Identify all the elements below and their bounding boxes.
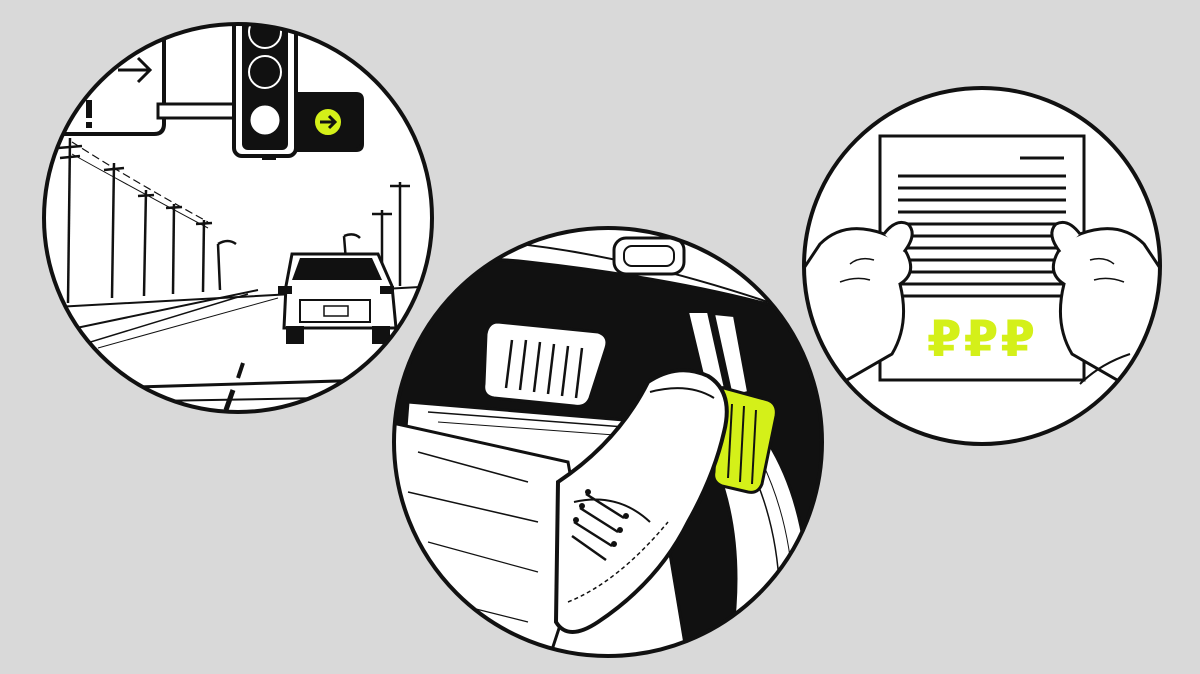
road-scene-circle — [42, 22, 434, 414]
hands-icon — [804, 220, 1160, 386]
traffic-light-icon — [232, 24, 364, 160]
car-icon — [278, 252, 398, 344]
shoe-icon — [553, 368, 729, 634]
green-arrow-signal-icon — [313, 107, 343, 137]
utility-pole-icon — [57, 137, 410, 304]
document-scene-circle: ₽₽₽ — [802, 86, 1162, 446]
ruble-amount-text: ₽₽₽ — [927, 310, 1037, 368]
pedals-scene-circle — [392, 226, 824, 658]
brake-pedal-icon — [482, 320, 609, 408]
document-icon: ₽₽₽ — [878, 134, 1086, 382]
